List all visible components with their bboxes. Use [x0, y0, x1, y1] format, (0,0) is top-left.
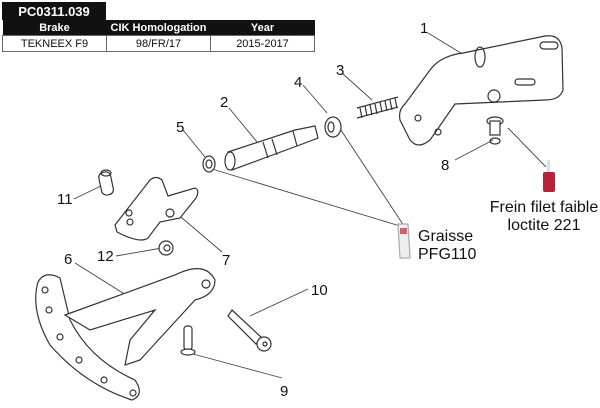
callout-3: 3 [336, 62, 345, 79]
part-11-pin [98, 169, 115, 196]
callout-8: 8 [441, 157, 450, 174]
part-5-washer [202, 155, 216, 173]
threadlock-note: Frein filet faible loctite 221 [488, 199, 600, 235]
part-12-nut [158, 240, 174, 256]
part-7-block [114, 176, 199, 241]
callout-11: 11 [57, 191, 73, 208]
callout-6: 6 [64, 251, 73, 268]
part-1-bracket [398, 35, 564, 146]
threadlock-note-line2: loctite 221 [507, 217, 581, 234]
cell-year: 2015-2017 [210, 35, 315, 52]
part-8-screw [486, 116, 504, 145]
callout-10: 10 [311, 282, 328, 299]
part-10-bolt [227, 309, 272, 352]
callout-2: 2 [220, 94, 229, 111]
callout-4: 4 [294, 74, 303, 91]
callout-9: 9 [280, 383, 289, 400]
col-header-brake: Brake [2, 20, 107, 36]
col-header-year: Year [210, 20, 315, 36]
cell-homologation: 98/FR/17 [106, 35, 211, 52]
callout-7: 7 [222, 252, 231, 269]
threadlock-note-line1: Frein filet faible [489, 199, 599, 216]
callout-12: 12 [97, 248, 114, 265]
callout-5: 5 [176, 119, 185, 136]
col-header-homologation: CIK Homologation [106, 20, 211, 36]
threadlock-bottle-icon [543, 160, 555, 192]
callout-1: 1 [420, 20, 429, 37]
table-row: TEKNEEX F9 98/FR/17 2015-2017 [2, 35, 315, 52]
spec-table-header: Brake CIK Homologation Year [2, 20, 315, 36]
part-4-washer [324, 116, 342, 138]
grease-note-line1: Graisse [418, 228, 474, 245]
grease-note: Graisse PFG110 [418, 228, 476, 264]
leader-lines [73, 32, 547, 379]
spec-table: Brake CIK Homologation Year TEKNEEX F9 9… [2, 20, 315, 52]
part-6-pedal [35, 268, 216, 401]
grease-tube-icon [397, 223, 411, 259]
part-9-pin [180, 325, 196, 356]
part-3-spring [356, 96, 399, 119]
part-number-tab: PC0311.039 [2, 2, 106, 20]
part-2-piston [224, 125, 319, 171]
grease-note-line2: PFG110 [418, 246, 477, 263]
